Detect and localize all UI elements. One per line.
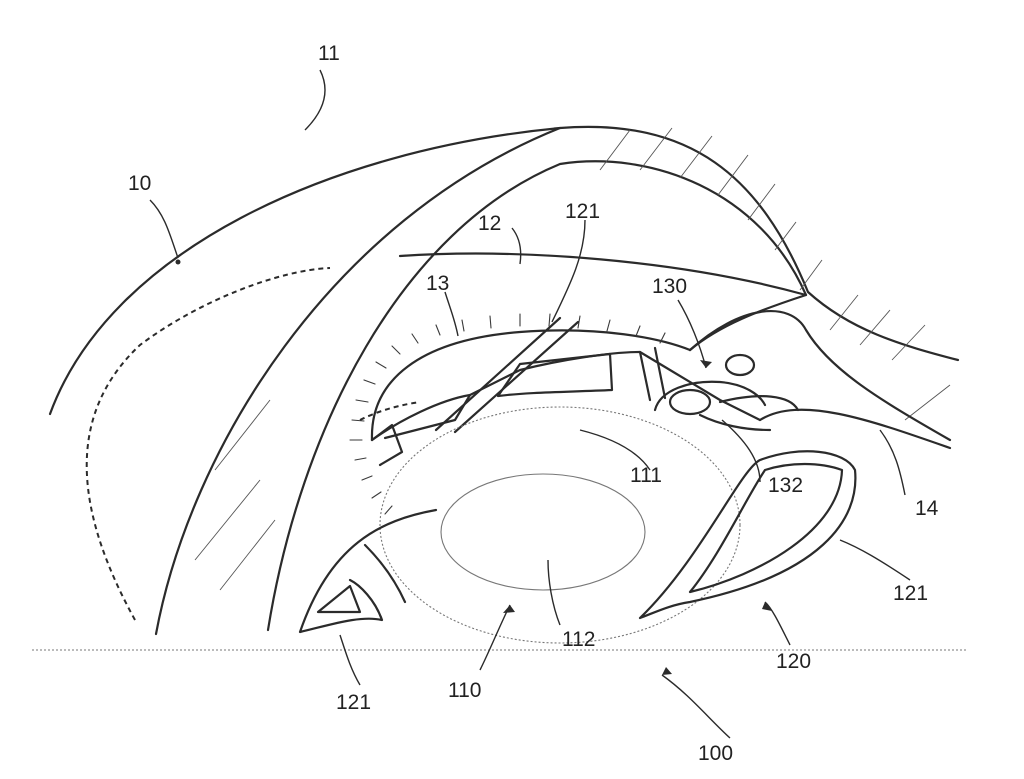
upper-band xyxy=(398,252,808,352)
right-channel-bottom xyxy=(758,408,952,450)
lower-left-haptic xyxy=(298,508,438,634)
iris-fringe xyxy=(349,313,666,515)
implant-window-center xyxy=(496,352,614,398)
ref-112: 112 xyxy=(562,628,595,651)
ref-121-top: 121 xyxy=(565,200,600,223)
sclera-hatch xyxy=(194,127,951,591)
ref-130: 130 xyxy=(652,275,687,298)
slot-needle-dashed xyxy=(359,401,421,421)
outer-dome xyxy=(48,125,960,416)
ref-13: 13 xyxy=(426,272,449,295)
ref-121-right: 121 xyxy=(893,582,928,605)
ref-111: 111 xyxy=(630,464,662,487)
sclera-curve xyxy=(154,126,562,636)
slot-needle xyxy=(434,316,580,434)
lens-inner-oval xyxy=(440,473,646,591)
arrowheads xyxy=(175,259,772,675)
lower-ring xyxy=(363,543,407,604)
implant-window-left xyxy=(383,393,472,440)
lower-left-haptic-window xyxy=(316,584,362,614)
ref-110: 110 xyxy=(448,679,481,702)
lens-outer-ring xyxy=(379,406,741,644)
right-haptic-inner xyxy=(688,462,844,594)
ref-14: 14 xyxy=(915,497,939,520)
ref-132: 132 xyxy=(768,474,803,497)
ref-100: 100 xyxy=(698,742,733,765)
ref-120: 120 xyxy=(776,650,811,673)
valve-structure xyxy=(638,346,800,432)
right-channel-top xyxy=(688,310,952,442)
leader-lines xyxy=(149,69,911,739)
ref-121-bottom: 121 xyxy=(336,691,371,714)
left-notch xyxy=(370,423,404,467)
dashed-outline xyxy=(85,267,331,621)
ref-11: 11 xyxy=(318,42,340,65)
iris-arc xyxy=(370,329,692,442)
ref-10: 10 xyxy=(128,172,151,195)
ref-12: 12 xyxy=(478,212,501,235)
right-haptic xyxy=(638,450,857,620)
inner-curve xyxy=(266,160,808,632)
